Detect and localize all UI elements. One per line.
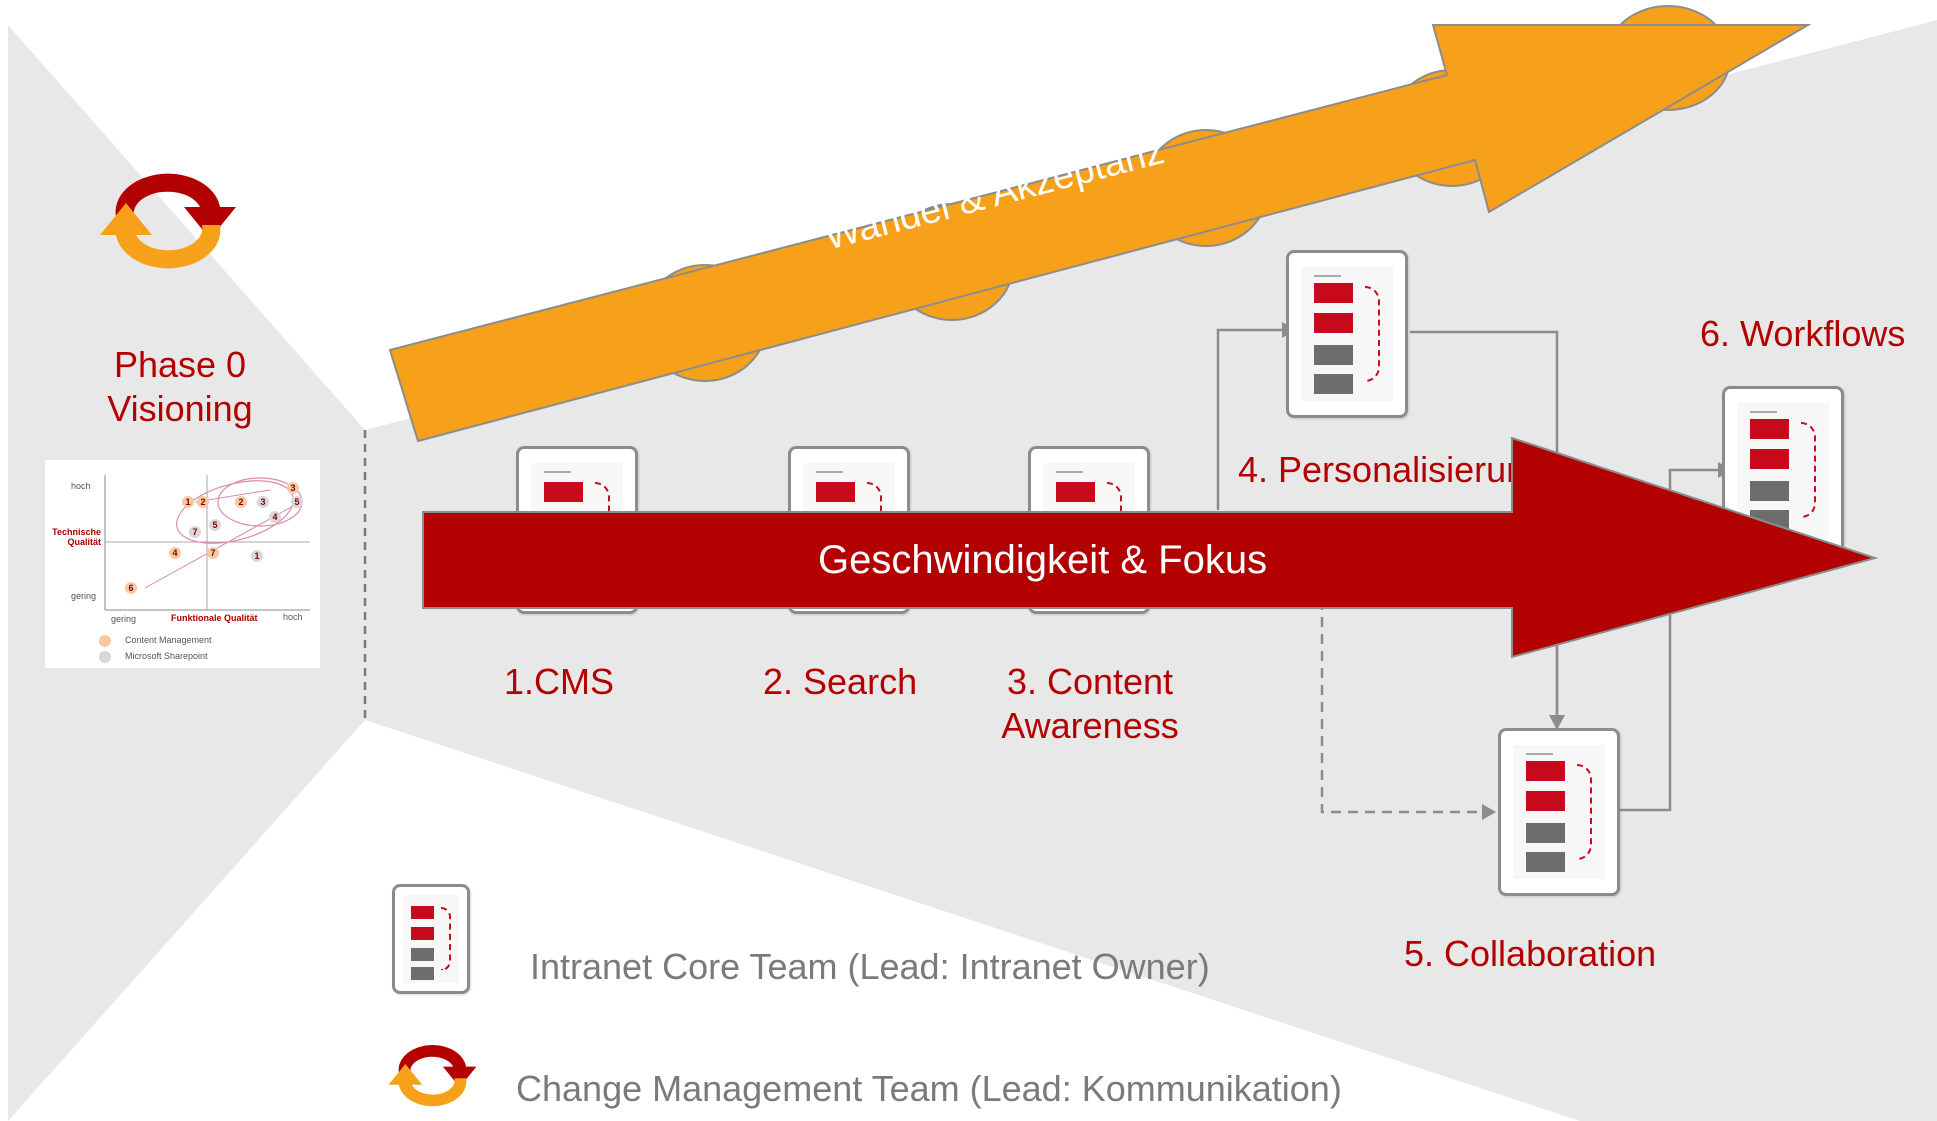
mini-legend-item: Microsoft Sharepoint: [125, 651, 208, 661]
mini-y-label: Technische Qualität: [52, 527, 101, 547]
phase0-line1: Phase 0: [113, 344, 247, 385]
mini-point: 7: [192, 527, 197, 537]
step-label-collaboration: 5. Collaboration: [1404, 933, 1657, 974]
mini-point: 3: [260, 497, 265, 507]
phase0-title: Phase 0 Visioning: [100, 343, 260, 431]
mini-point: 2: [200, 497, 205, 507]
step-label-cms: 1.CMS: [504, 661, 615, 702]
legend-change-team: Change Management Team (Lead: Kommunikat…: [516, 1068, 1342, 1109]
step-label-personalisierung: 4. Personalisierung: [1238, 449, 1547, 490]
mini-point: 6: [128, 583, 133, 593]
mini-point: 5: [294, 497, 299, 507]
step-card-workflows: [1722, 386, 1844, 554]
legend-core-team: Intranet Core Team (Lead: Intranet Owner…: [530, 946, 1210, 987]
cycle-arrows-icon: [100, 173, 236, 269]
step-card-collaboration: [1498, 728, 1620, 896]
mini-point: 7: [210, 548, 215, 558]
orange-arrow-shape: [388, 24, 1812, 443]
step-card-personalisierung: [1286, 250, 1408, 418]
step-label-workflows: 6. Workflows: [1700, 313, 1906, 354]
step-label-search: 2. Search: [763, 661, 918, 702]
mini-x-high: hoch: [283, 612, 303, 622]
step-label-content-line1: 3. Content: [1006, 661, 1174, 702]
mini-x-label: Funktionale Qualität: [171, 613, 258, 623]
red-arrow-label: Geschwindigkeit & Fokus: [818, 538, 1268, 582]
positioning-mini-chart: 1 2 2 3 3 4 5 5 6 7 7 1 4 hoch Technisch…: [45, 460, 320, 668]
mini-legend-item: Content Management: [125, 635, 212, 645]
step-label-content-awareness: 3. Content Awareness: [990, 660, 1190, 748]
mini-point: 3: [290, 483, 295, 493]
mini-y-high: hoch: [71, 481, 91, 491]
step-label-content-line2: Awareness: [1001, 705, 1179, 746]
cycle-arrows-icon: [388, 1045, 477, 1107]
mini-point: 2: [238, 497, 243, 507]
mini-chart-plot: 1 2 2 3 3 4 5 5 6 7 7 1 4: [99, 475, 310, 663]
mini-point: 5: [212, 520, 217, 530]
phase0-line2: Visioning: [107, 388, 253, 429]
mini-point: 4: [272, 512, 277, 522]
mini-x-low: gering: [111, 614, 137, 624]
mini-point: 1: [185, 497, 190, 507]
mini-point: 1: [254, 551, 259, 561]
team-card-icon: [392, 884, 470, 994]
mini-point: 4: [172, 548, 177, 558]
mini-y-low: gering: [71, 591, 97, 601]
red-arrow-shape: [422, 436, 1879, 659]
